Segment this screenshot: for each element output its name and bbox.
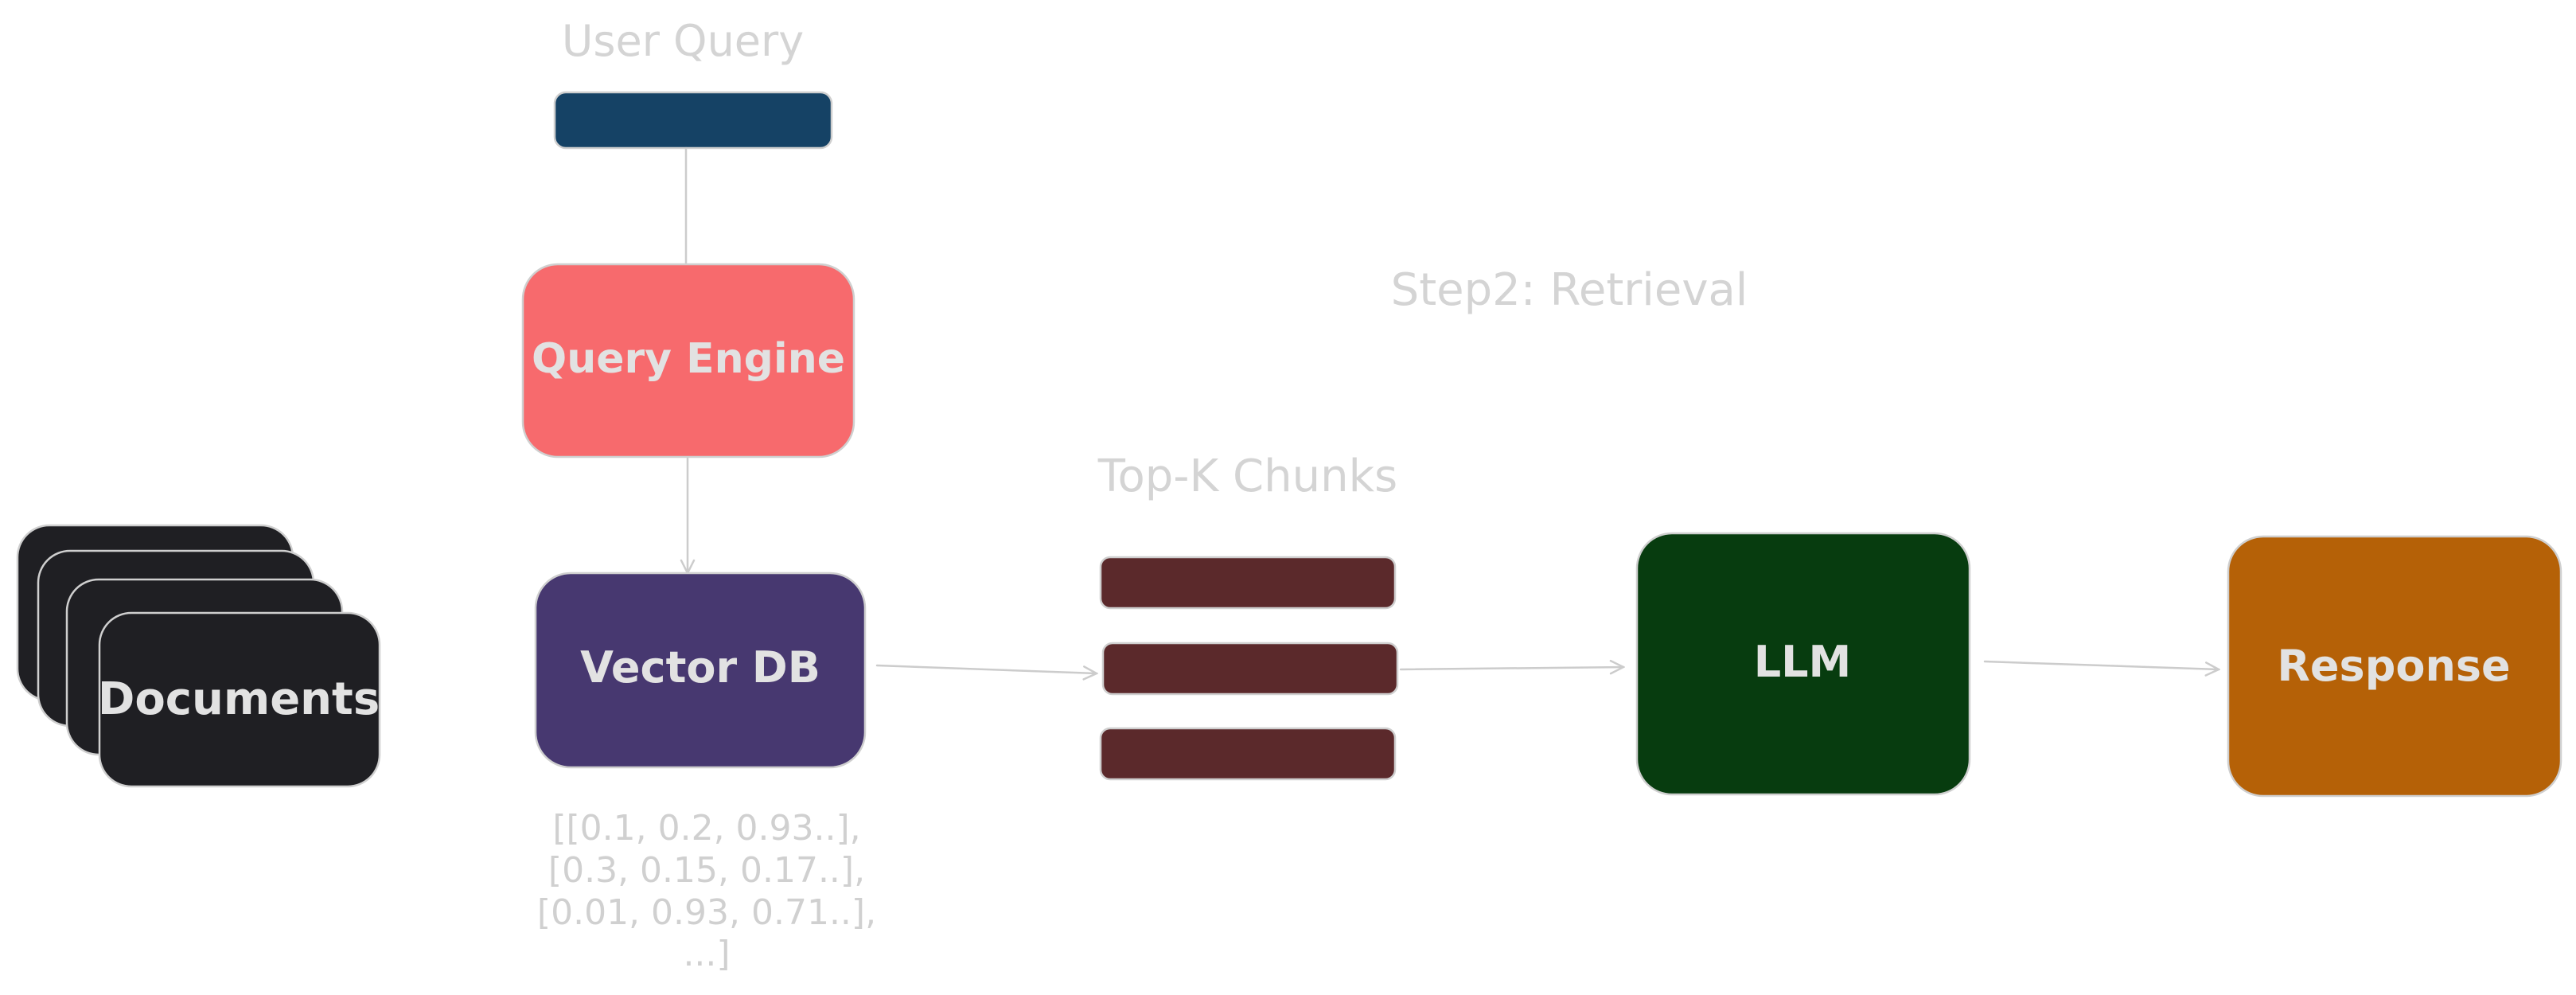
top-k-chunks-label: Top-K Chunks	[1097, 451, 1397, 502]
llm-text: LLM	[1754, 637, 1852, 687]
chunk-bar-3	[1099, 727, 1397, 781]
vector-db-text: Vector DB	[580, 642, 820, 693]
step2-label: Step2: Retrieval	[1391, 264, 1748, 316]
query-engine-text: Query Engine	[532, 335, 845, 383]
embedding-line-4: ...]	[683, 934, 730, 974]
connector-chunks-to-llm	[1399, 667, 1623, 669]
documents-text: Documents	[98, 673, 380, 725]
embedding-line-1: [[0.1, 0.2, 0.93..],	[552, 808, 860, 849]
response-text: Response	[2277, 641, 2510, 691]
chunk-bar-2	[1101, 642, 1399, 696]
connector-vectordb-to-chunks	[875, 664, 1097, 673]
connector-llm-to-response	[1983, 660, 2219, 669]
response-node	[2227, 535, 2562, 798]
embedding-line-2: [0.3, 0.15, 0.17..],	[548, 850, 865, 891]
embedding-line-3: [0.01, 0.93, 0.71..],	[537, 892, 876, 933]
document-card-front	[98, 611, 381, 788]
query-engine-node	[521, 263, 855, 458]
llm-node	[1635, 532, 1971, 796]
vector-db-node	[534, 572, 867, 769]
user-query-label: User Query	[562, 16, 804, 66]
user-query-input-bar	[553, 91, 833, 150]
chunk-bar-1	[1099, 556, 1397, 610]
